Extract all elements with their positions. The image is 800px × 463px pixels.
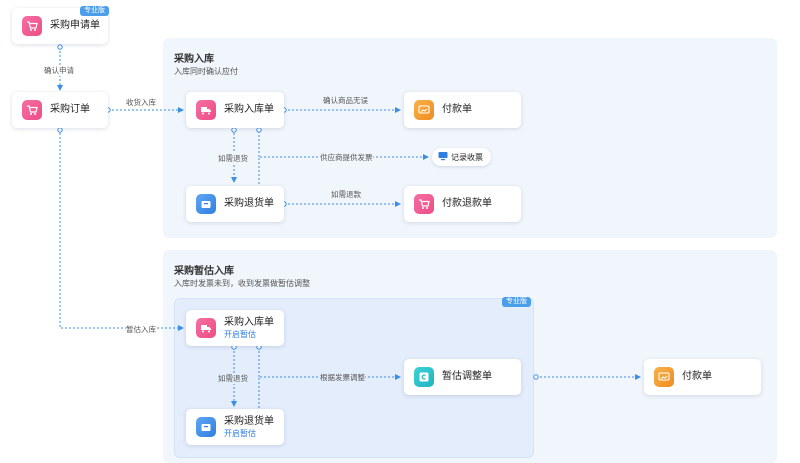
return-node-1[interactable]: 采购退货单 xyxy=(186,186,284,222)
cart-icon xyxy=(414,194,434,214)
edge-label-supplier-invoice: 供应商提供发票 xyxy=(320,152,373,163)
edge-label-confirm-goods: 确认商品无误 xyxy=(323,96,368,105)
adjustment-label: 暂估调整单 xyxy=(442,371,492,382)
estimated-section-title: 采购暂估入库 xyxy=(174,266,234,277)
return-box-icon xyxy=(196,194,216,214)
payment-label-1: 付款单 xyxy=(442,104,472,115)
edge-label-refund-if-needed: 如需退款 xyxy=(331,190,361,199)
invoice-record-node[interactable]: 记录收票 xyxy=(432,148,491,166)
cart-icon xyxy=(22,100,42,120)
invoice-record-label: 记录收票 xyxy=(451,152,483,162)
receipt-node-2[interactable]: 采购入库单 开启暂估 xyxy=(186,310,284,346)
edge-label-adjust-by-invoice: 根据发票调整 xyxy=(320,372,365,383)
estimated-section-subtitle: 入库时发票未到，收到发票做暂估调整 xyxy=(174,279,310,288)
receipt-label-1: 采购入库单 xyxy=(224,104,274,115)
inbound-section-subtitle: 入库同时确认应付 xyxy=(174,67,238,76)
payment-label-2: 付款单 xyxy=(682,371,712,382)
edge-label-confirm-request: 确认申请 xyxy=(44,65,74,76)
payment-icon xyxy=(654,367,674,387)
adjustment-node[interactable]: 暂估调整单 xyxy=(404,359,521,395)
truck-icon xyxy=(196,100,216,120)
monitor-icon xyxy=(438,148,448,166)
edge-label-return-if-needed-1: 如需退货 xyxy=(218,153,248,164)
truck-icon xyxy=(196,318,216,338)
edge-label-return-if-needed-2: 如需退货 xyxy=(218,373,248,384)
order-node[interactable]: 采购订单 xyxy=(12,92,108,128)
return-label-2: 采购退货单 xyxy=(224,415,274,427)
pro-badge: 专业版 xyxy=(502,297,531,307)
return-box-icon xyxy=(196,417,216,437)
payment-node-1[interactable]: 付款单 xyxy=(404,92,521,128)
payment-node-2[interactable]: 付款单 xyxy=(644,359,761,395)
adjust-icon xyxy=(414,367,434,387)
order-label: 采购订单 xyxy=(50,104,90,115)
return-sublabel-2: 开启暂估 xyxy=(224,428,256,438)
return-label-1: 采购退货单 xyxy=(224,198,274,209)
cart-icon xyxy=(22,16,42,36)
refund-node[interactable]: 付款退款单 xyxy=(404,186,521,222)
receipt-node-1[interactable]: 采购入库单 xyxy=(186,92,284,128)
requisition-label: 采购申请单 xyxy=(50,20,100,31)
payment-icon xyxy=(414,100,434,120)
edge-label-estimated-inbound: 暂估入库 xyxy=(126,324,156,335)
return-node-2[interactable]: 采购退货单 开启暂估 xyxy=(186,409,284,445)
receipt-sublabel-2: 开启暂估 xyxy=(224,329,256,339)
inbound-section-title: 采购入库 xyxy=(174,54,214,65)
requisition-pro-badge: 专业版 xyxy=(80,6,109,16)
receipt-label-2: 采购入库单 xyxy=(224,316,274,328)
edge-label-receive-goods: 收货入库 xyxy=(126,98,156,107)
refund-label: 付款退款单 xyxy=(442,198,492,209)
